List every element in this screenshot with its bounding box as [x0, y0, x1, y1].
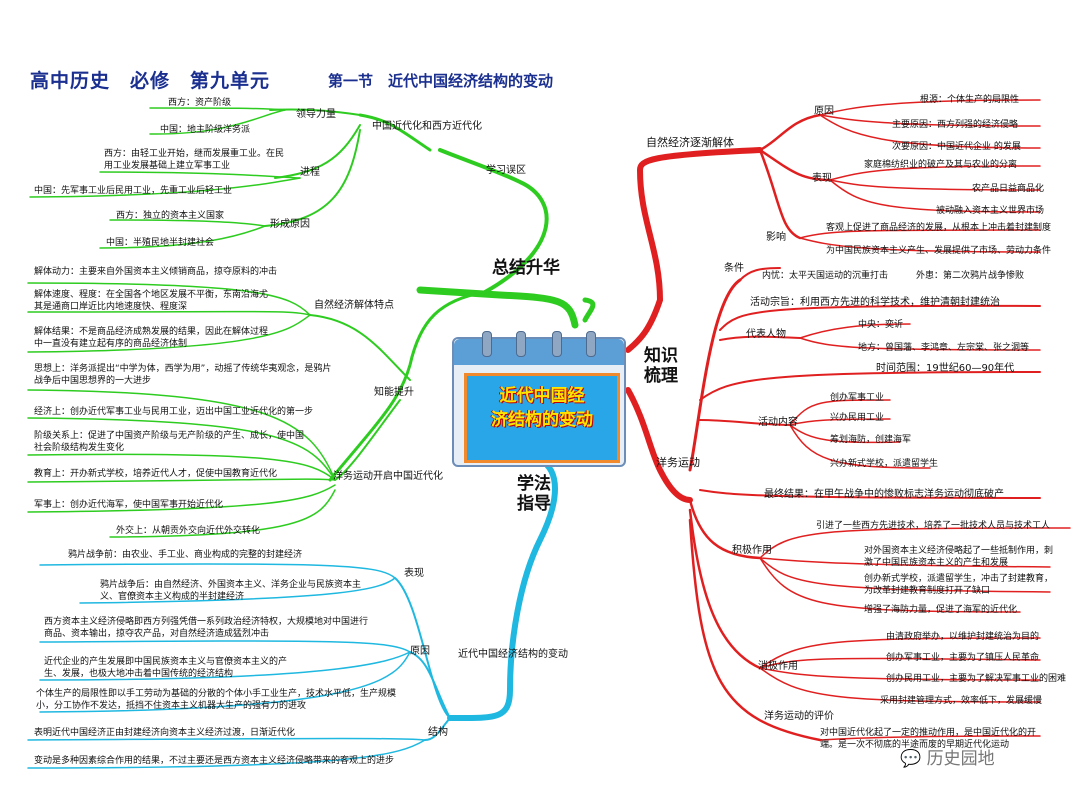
- natural-economy-label: 自然经济逐渐解体: [646, 136, 734, 149]
- westernization-label: 洋务运动: [656, 456, 700, 469]
- negative-item: 采用封建管理方式，效率低下，发展缓慢: [880, 696, 1043, 706]
- ability-item: 阶级关系上：促进了中国资产阶级与无产阶级的产生、成长，使中国社会阶级结构发生变化: [34, 431, 305, 453]
- leadership-china: 中国：地主阶级洋务派: [160, 125, 251, 135]
- chat-bubble-icon: 💬: [900, 749, 922, 769]
- ne-item: 客观上促进了商品经济的发展，从根本上冲击着封建制度: [826, 223, 1052, 233]
- method-item: 鸦片战争前：由农业、手工业、商业构成的完整的封建经济: [68, 550, 303, 560]
- negative-item: 创办民用工业，主要为了解决军事工业的困难: [886, 674, 1067, 684]
- ability-item: 思想上：洋务派提出“中学为体，西学为用”，动摇了传统华夷观念，是鸦片战争后中国思…: [34, 364, 332, 386]
- ability-label: 知能提升: [374, 387, 414, 398]
- page-title: 高中历史 必修 第九单元: [30, 70, 271, 92]
- ability-item: 经济上：创办近代军事工业与民用工业，迈出中国工业近代化的第一步: [34, 407, 314, 417]
- study-misconceptions-label: 学习误区: [486, 165, 526, 176]
- modernization-comparison-topic: 中国近代化和西方近代化: [372, 121, 482, 132]
- process-china: 中国：先军事工业后民用工业，先重工业后轻工业: [34, 186, 233, 196]
- ability-item: 解体速度、程度：在全国各个地区发展不平衡，东南沿海尤其是通商口岸近比内地速度快、…: [34, 290, 269, 312]
- ability-item: 教育上：开办新式学校，培养近代人才，促使中国教育近代化: [34, 469, 278, 479]
- positive-item: 对外国资本主义经济侵略起了一些抵制作用，刺激了中国民族资本主义的产生和发展: [864, 546, 1054, 568]
- activity-item: 创办军事工业: [830, 393, 885, 403]
- negative-item: 由清政府举办，以维护封建统治为目的: [886, 632, 1040, 642]
- natural-economy-feature-label: 自然经济解体特点: [314, 300, 394, 311]
- purpose: 活动宗旨：利用西方先进的科学技术，维护清朝封建统治: [750, 297, 1000, 308]
- calendar-ring-icon: [586, 331, 596, 357]
- formation-cause-label: 形成原因: [270, 219, 310, 230]
- ne-item: 被动融入资本主义世界市场: [936, 206, 1045, 216]
- calendar-body: 近代中国经 济结构的变动: [452, 331, 626, 467]
- ne-cause-label: 原因: [814, 106, 834, 117]
- westernization-modernization-label: 洋务运动开启中国近代化: [333, 471, 443, 482]
- activity-item: 兴办民用工业: [830, 413, 885, 423]
- method-performance-label: 表现: [404, 568, 424, 579]
- method-item: 表明近代中国经济正由封建经济向资本主义经济过渡，日渐近代化: [34, 728, 296, 738]
- ne-impact-label: 影响: [766, 232, 786, 243]
- positive-item: 创办新式学校，派遣留学生，冲击了封建教育，为改革封建教育制度打开了缺口: [864, 574, 1054, 596]
- branch-method-label: 学法指导: [517, 474, 551, 514]
- branch-summary-label: 总结升华: [492, 258, 560, 278]
- calendar-ring-icon: [482, 331, 492, 357]
- ne-item: 主要原因：西方列强的经济侵略: [892, 120, 1019, 130]
- people-label: 代表人物: [746, 329, 786, 340]
- method-item: 西方资本主义经济侵略即西方列强凭借一系列政治经济特权，大规模地对中国进行商品、资…: [44, 617, 369, 639]
- calendar-ring-icon: [552, 331, 562, 357]
- calendar-ring-icon: [516, 331, 526, 357]
- method-item: 变动是多种因素综合作用的结果，不过主要还是西方资本主义经济侵略带来的客观上的进步: [34, 756, 395, 766]
- method-cause-label: 原因: [410, 646, 430, 657]
- ability-item: 军事上：创办近代海军，使中国军事开始近代化: [34, 500, 224, 510]
- process-label: 进程: [300, 167, 320, 178]
- ability-item: 外交上：从朝贡外交向近代外交转化: [116, 526, 261, 536]
- ne-item: 为中国民族资本主义产生、发展提供了市场、劳动力条件: [826, 246, 1052, 256]
- method-topic: 近代中国经济结构的变动: [458, 649, 568, 660]
- section-title: 第一节 近代中国经济结构的变动: [328, 72, 554, 90]
- activity-item: 兴办新式学校，派遣留学生: [830, 459, 939, 469]
- people-central: 中央：奕䜣: [858, 320, 904, 330]
- condition-external: 外患：第二次鸦片战争惨败: [916, 271, 1025, 281]
- watermark: 💬 历史园地: [900, 744, 995, 769]
- process-west: 西方：由轻工业开始，继而发展重工业。在民用工业发展基础上建立军事工业: [104, 149, 285, 171]
- ne-performance-label: 表现: [812, 173, 832, 184]
- positive-item: 引进了一些西方先进技术，培养了一批技术人员与技术工人: [816, 521, 1051, 531]
- leadership-west: 西方：资产阶级: [168, 98, 232, 108]
- method-item: 个体生产的局限性即以手工劳动为基础的分散的个体小手工业生产，技术水平低，生产规模…: [36, 689, 397, 711]
- central-topic: 近代中国经 济结构的变动: [467, 384, 617, 432]
- green-connectors: [27, 107, 596, 538]
- condition-label: 条件: [724, 263, 744, 274]
- ability-item: 解体结果：不是商品经济成熟发展的结果，因此在解体过程中一直没有建立起有序的商品经…: [34, 327, 269, 349]
- ability-item: 解体动力：主要来自外国资本主义倾销商品，掠夺原料的冲击: [34, 267, 278, 277]
- red-connectors: [625, 99, 1071, 742]
- activities-label: 活动内容: [758, 417, 798, 428]
- leadership-label: 领导力量: [296, 109, 336, 120]
- evaluation-label: 洋务运动的评价: [764, 711, 834, 722]
- ne-item: 家庭棉纺织业的破产及其与农业的分离: [864, 160, 1018, 170]
- positive-label: 积极作用: [732, 545, 772, 556]
- formation-cause-china: 中国：半殖民地半封建社会: [106, 238, 215, 248]
- condition-internal: 内忧：太平天国运动的沉重打击: [762, 271, 889, 281]
- calendar-header: [454, 331, 624, 365]
- time-range: 时间范围：19世纪60—90年代: [876, 363, 1015, 374]
- negative-item: 创办军事工业，主要为了镇压人民革命: [886, 653, 1040, 663]
- evaluation-text: 对中国近代化起了一定的推动作用，是中国近代化的开端。是一次不彻底的半途而废的早期…: [820, 728, 1037, 750]
- final-result: 最终结果：在甲午战争中的惨败标志洋务运动彻底破产: [764, 489, 1004, 500]
- negative-label: 消极作用: [758, 661, 798, 672]
- ne-item: 次要原因：中国近代企业 的发展: [892, 142, 1021, 152]
- formation-cause-west: 西方：独立的资本主义国家: [116, 211, 225, 221]
- positive-item: 增强了海防力量，促进了海军的近代化: [864, 605, 1018, 615]
- cyan-connectors: [27, 457, 558, 769]
- activity-item: 筹划海防，创建海军: [830, 435, 912, 445]
- calendar-page: 近代中国经 济结构的变动: [464, 373, 620, 463]
- people-local: 地方：曾国藩、李鸿章、左宗棠、张之洞等: [858, 343, 1030, 353]
- central-topic-line2: 济结构的变动: [491, 410, 593, 430]
- watermark-text: 历史园地: [926, 749, 995, 769]
- method-structure-label: 结构: [428, 727, 448, 738]
- ne-item: 根源：个体生产的局限性: [920, 95, 1020, 105]
- center-calendar: 近代中国经 济结构的变动: [452, 327, 626, 467]
- method-item: 近代企业的产生发展即中国民族资本主义与官僚资本主义的产生、发展，也极大地冲击着中…: [44, 657, 288, 679]
- method-item: 鸦片战争后：由自然经济、外国资本主义、洋务企业与民族资本主义、官僚资本主义构成的…: [100, 580, 362, 602]
- ne-item: 农产品日益商品化: [972, 184, 1045, 194]
- branch-knowledge-label: 知识梳理: [644, 346, 678, 386]
- central-topic-line1: 近代中国经: [499, 386, 585, 406]
